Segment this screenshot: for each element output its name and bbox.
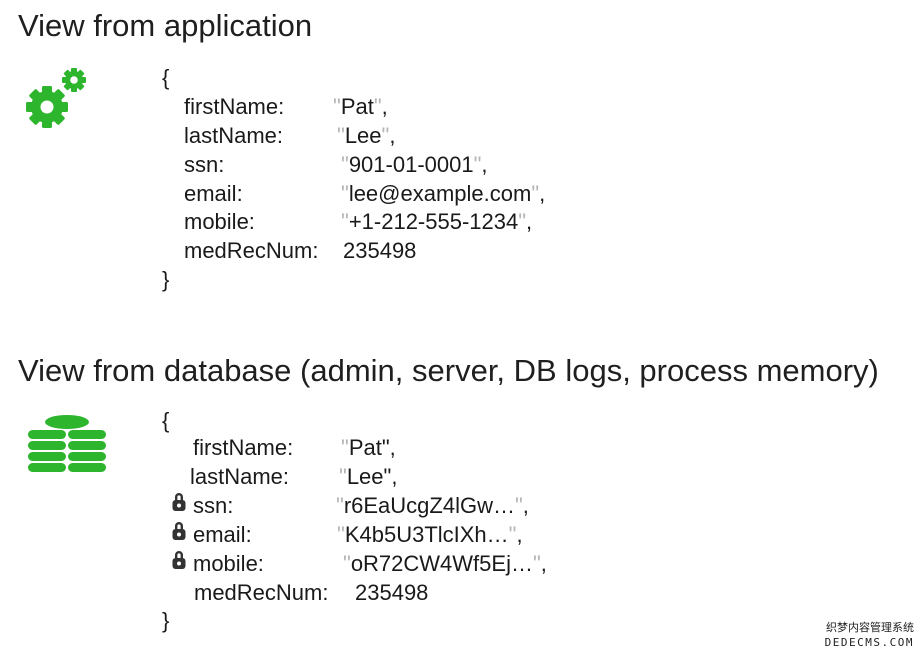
app-field-ssn-key: ssn: [184,152,225,177]
app-field-mobile-value: "+1-212-555-1234", [341,209,533,234]
app-field-medrecnum-key: medRecNum: [184,238,319,263]
db-open-brace: { [162,408,170,433]
db-field-medrecnum-value: 235498 [355,580,429,605]
app-section-heading: View from application [18,8,313,43]
db-field-mobile-key: mobile: [193,551,264,576]
app-field-firstname-value: "Pat", [333,94,388,119]
db-field-firstname-value: "Pat", [341,435,396,460]
db-field-ssn-value: "r6EaUcgZ4lGw…", [336,493,529,518]
db-field-mobile-value: "oR72CW4Wf5Ej…", [343,551,547,576]
db-field-lastname-value: "Lee", [339,464,398,489]
app-field-lastname-value: "Lee", [337,123,396,148]
database-icon [28,415,106,472]
app-field-medrecnum-value: 235498 [343,238,417,263]
app-field-email-value: "lee@example.com", [341,181,546,206]
gears-icon [26,68,86,128]
app-field-firstname-key: firstName: [184,94,285,119]
db-field-email-key: email: [193,522,252,547]
watermark-line2: DEDECMS.COM [824,636,914,649]
db-field-medrecnum-key: medRecNum: [194,580,329,605]
app-open-brace: { [162,65,170,90]
watermark-line1: 织梦内容管理系统 [826,622,914,634]
app-field-lastname-key: lastName: [184,123,284,148]
lock-icon [172,551,186,569]
db-section-heading: View from database (admin, server, DB lo… [18,353,879,388]
db-close-brace: } [162,608,170,633]
lock-icon [172,522,186,540]
lock-icon [172,493,186,511]
app-close-brace: } [162,267,170,292]
db-field-email-value: "K4b5U3TlcIXh…", [337,522,523,547]
app-field-ssn-value: "901-01-0001", [341,152,488,177]
db-field-lastname-key: lastName: [190,464,290,489]
app-field-email-key: email: [184,181,243,206]
db-field-ssn-key: ssn: [193,493,234,518]
db-field-firstname-key: firstName: [193,435,294,460]
app-field-mobile-key: mobile: [184,209,255,234]
